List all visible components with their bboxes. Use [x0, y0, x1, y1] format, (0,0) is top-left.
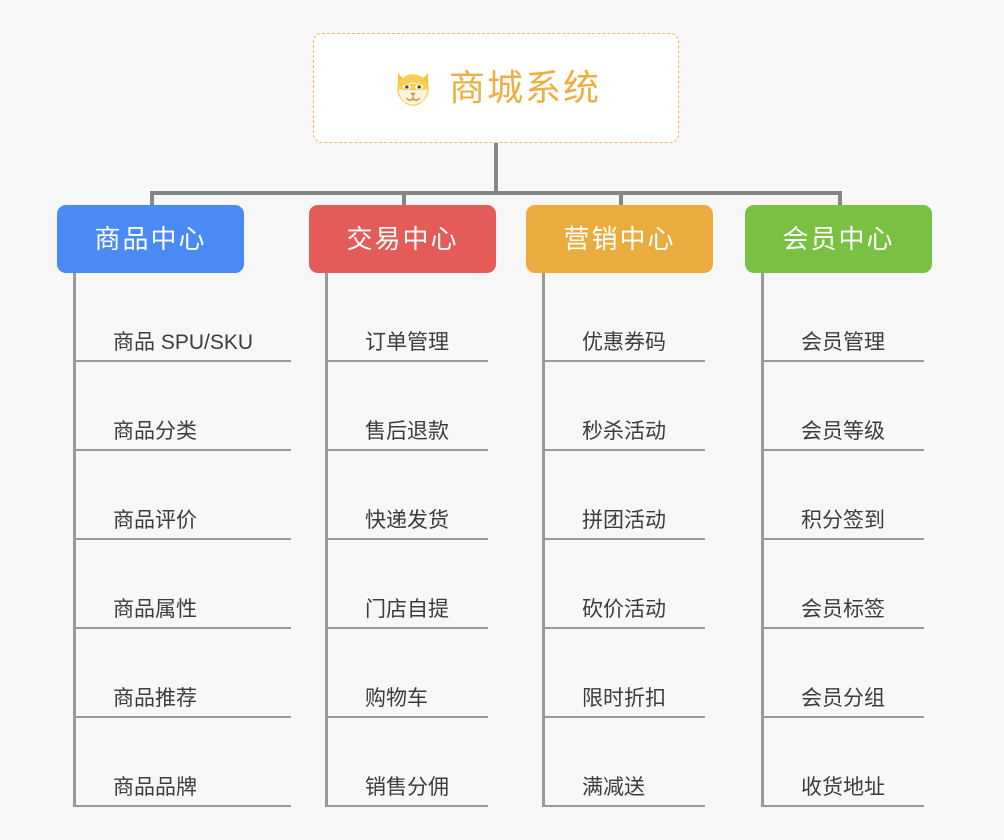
leaf-item-label: 秒杀活动 [582, 419, 666, 443]
leaf-spine [325, 273, 328, 807]
leaf-item-label: 优惠券码 [582, 330, 666, 354]
category-title: 商品中心 [94, 224, 207, 254]
leaf-item-label: 积分签到 [801, 508, 885, 532]
leaf-item-label: 快递发货 [365, 508, 449, 532]
leaf-item-label: 收货地址 [801, 775, 885, 799]
category-box-marketing-center[interactable]: 营销中心 [526, 205, 713, 273]
leaf-item[interactable]: 拼团活动 [542, 451, 705, 540]
leaf-item[interactable]: 商品分类 [73, 362, 291, 451]
dog-face-icon [397, 72, 429, 106]
leaf-item[interactable]: 商品品牌 [73, 718, 291, 807]
leaf-item[interactable]: 会员标签 [761, 540, 924, 629]
leaf-item-label: 商品分类 [113, 419, 197, 443]
category-title: 交易中心 [346, 224, 459, 254]
leaf-spine [73, 273, 76, 807]
leaf-item-label: 销售分佣 [365, 775, 449, 799]
leaf-item[interactable]: 售后退款 [325, 362, 488, 451]
leaf-item[interactable]: 商品推荐 [73, 629, 291, 718]
leaf-item-label: 商品 SPU/SKU [113, 330, 254, 354]
leaf-item[interactable]: 门店自提 [325, 540, 488, 629]
leaf-item[interactable]: 满减送 [542, 718, 705, 807]
root-node[interactable]: 商城系统 [313, 33, 679, 143]
leaf-item[interactable]: 秒杀活动 [542, 362, 705, 451]
leaf-item[interactable]: 商品 SPU/SKU [73, 273, 291, 362]
root-title: 商城系统 [448, 67, 601, 108]
connector-drop-member-center [838, 191, 842, 211]
connector-bus [150, 191, 842, 195]
leaf-item[interactable]: 快递发货 [325, 451, 488, 540]
leaf-item-label: 拼团活动 [582, 508, 666, 532]
leaf-item[interactable]: 会员管理 [761, 273, 924, 362]
leaf-item-label: 商品品牌 [113, 775, 197, 799]
leaf-item-label: 会员标签 [801, 597, 885, 621]
leaf-spine [542, 273, 545, 807]
leaf-item-label: 会员分组 [801, 686, 885, 710]
leaf-item-label: 商品属性 [113, 597, 197, 621]
leaf-item-label: 限时折扣 [582, 686, 666, 710]
leaf-item[interactable]: 订单管理 [325, 273, 488, 362]
category-box-product-center[interactable]: 商品中心 [57, 205, 244, 273]
category-title: 营销中心 [563, 224, 676, 254]
leaf-item[interactable]: 会员等级 [761, 362, 924, 451]
leaf-item[interactable]: 销售分佣 [325, 718, 488, 807]
leaf-item[interactable]: 商品评价 [73, 451, 291, 540]
leaf-item-label: 会员等级 [801, 419, 885, 443]
leaf-item-label: 满减送 [582, 775, 645, 799]
leaf-item[interactable]: 商品属性 [73, 540, 291, 629]
connector-drop-trade-center [402, 191, 406, 211]
leaf-item-label: 门店自提 [365, 597, 449, 621]
leaf-item-label: 砍价活动 [582, 597, 666, 621]
category-title: 会员中心 [782, 224, 895, 254]
connector-root-stem [494, 143, 498, 193]
leaf-item-label: 订单管理 [365, 330, 449, 354]
connector-drop-marketing-center [619, 191, 623, 211]
leaf-item[interactable]: 购物车 [325, 629, 488, 718]
leaf-item[interactable]: 砍价活动 [542, 540, 705, 629]
leaf-item-label: 商品评价 [113, 508, 197, 532]
leaf-spine [761, 273, 764, 807]
category-box-trade-center[interactable]: 交易中心 [309, 205, 496, 273]
connector-drop-product-center [150, 191, 154, 211]
leaf-item[interactable]: 积分签到 [761, 451, 924, 540]
category-box-member-center[interactable]: 会员中心 [745, 205, 932, 273]
leaf-item[interactable]: 会员分组 [761, 629, 924, 718]
leaf-item-label: 购物车 [365, 686, 428, 710]
leaf-item[interactable]: 优惠券码 [542, 273, 705, 362]
leaf-item[interactable]: 限时折扣 [542, 629, 705, 718]
leaf-item[interactable]: 收货地址 [761, 718, 924, 807]
leaf-item-label: 会员管理 [801, 330, 885, 354]
leaf-item-label: 商品推荐 [113, 686, 197, 710]
leaf-item-label: 售后退款 [365, 419, 449, 443]
